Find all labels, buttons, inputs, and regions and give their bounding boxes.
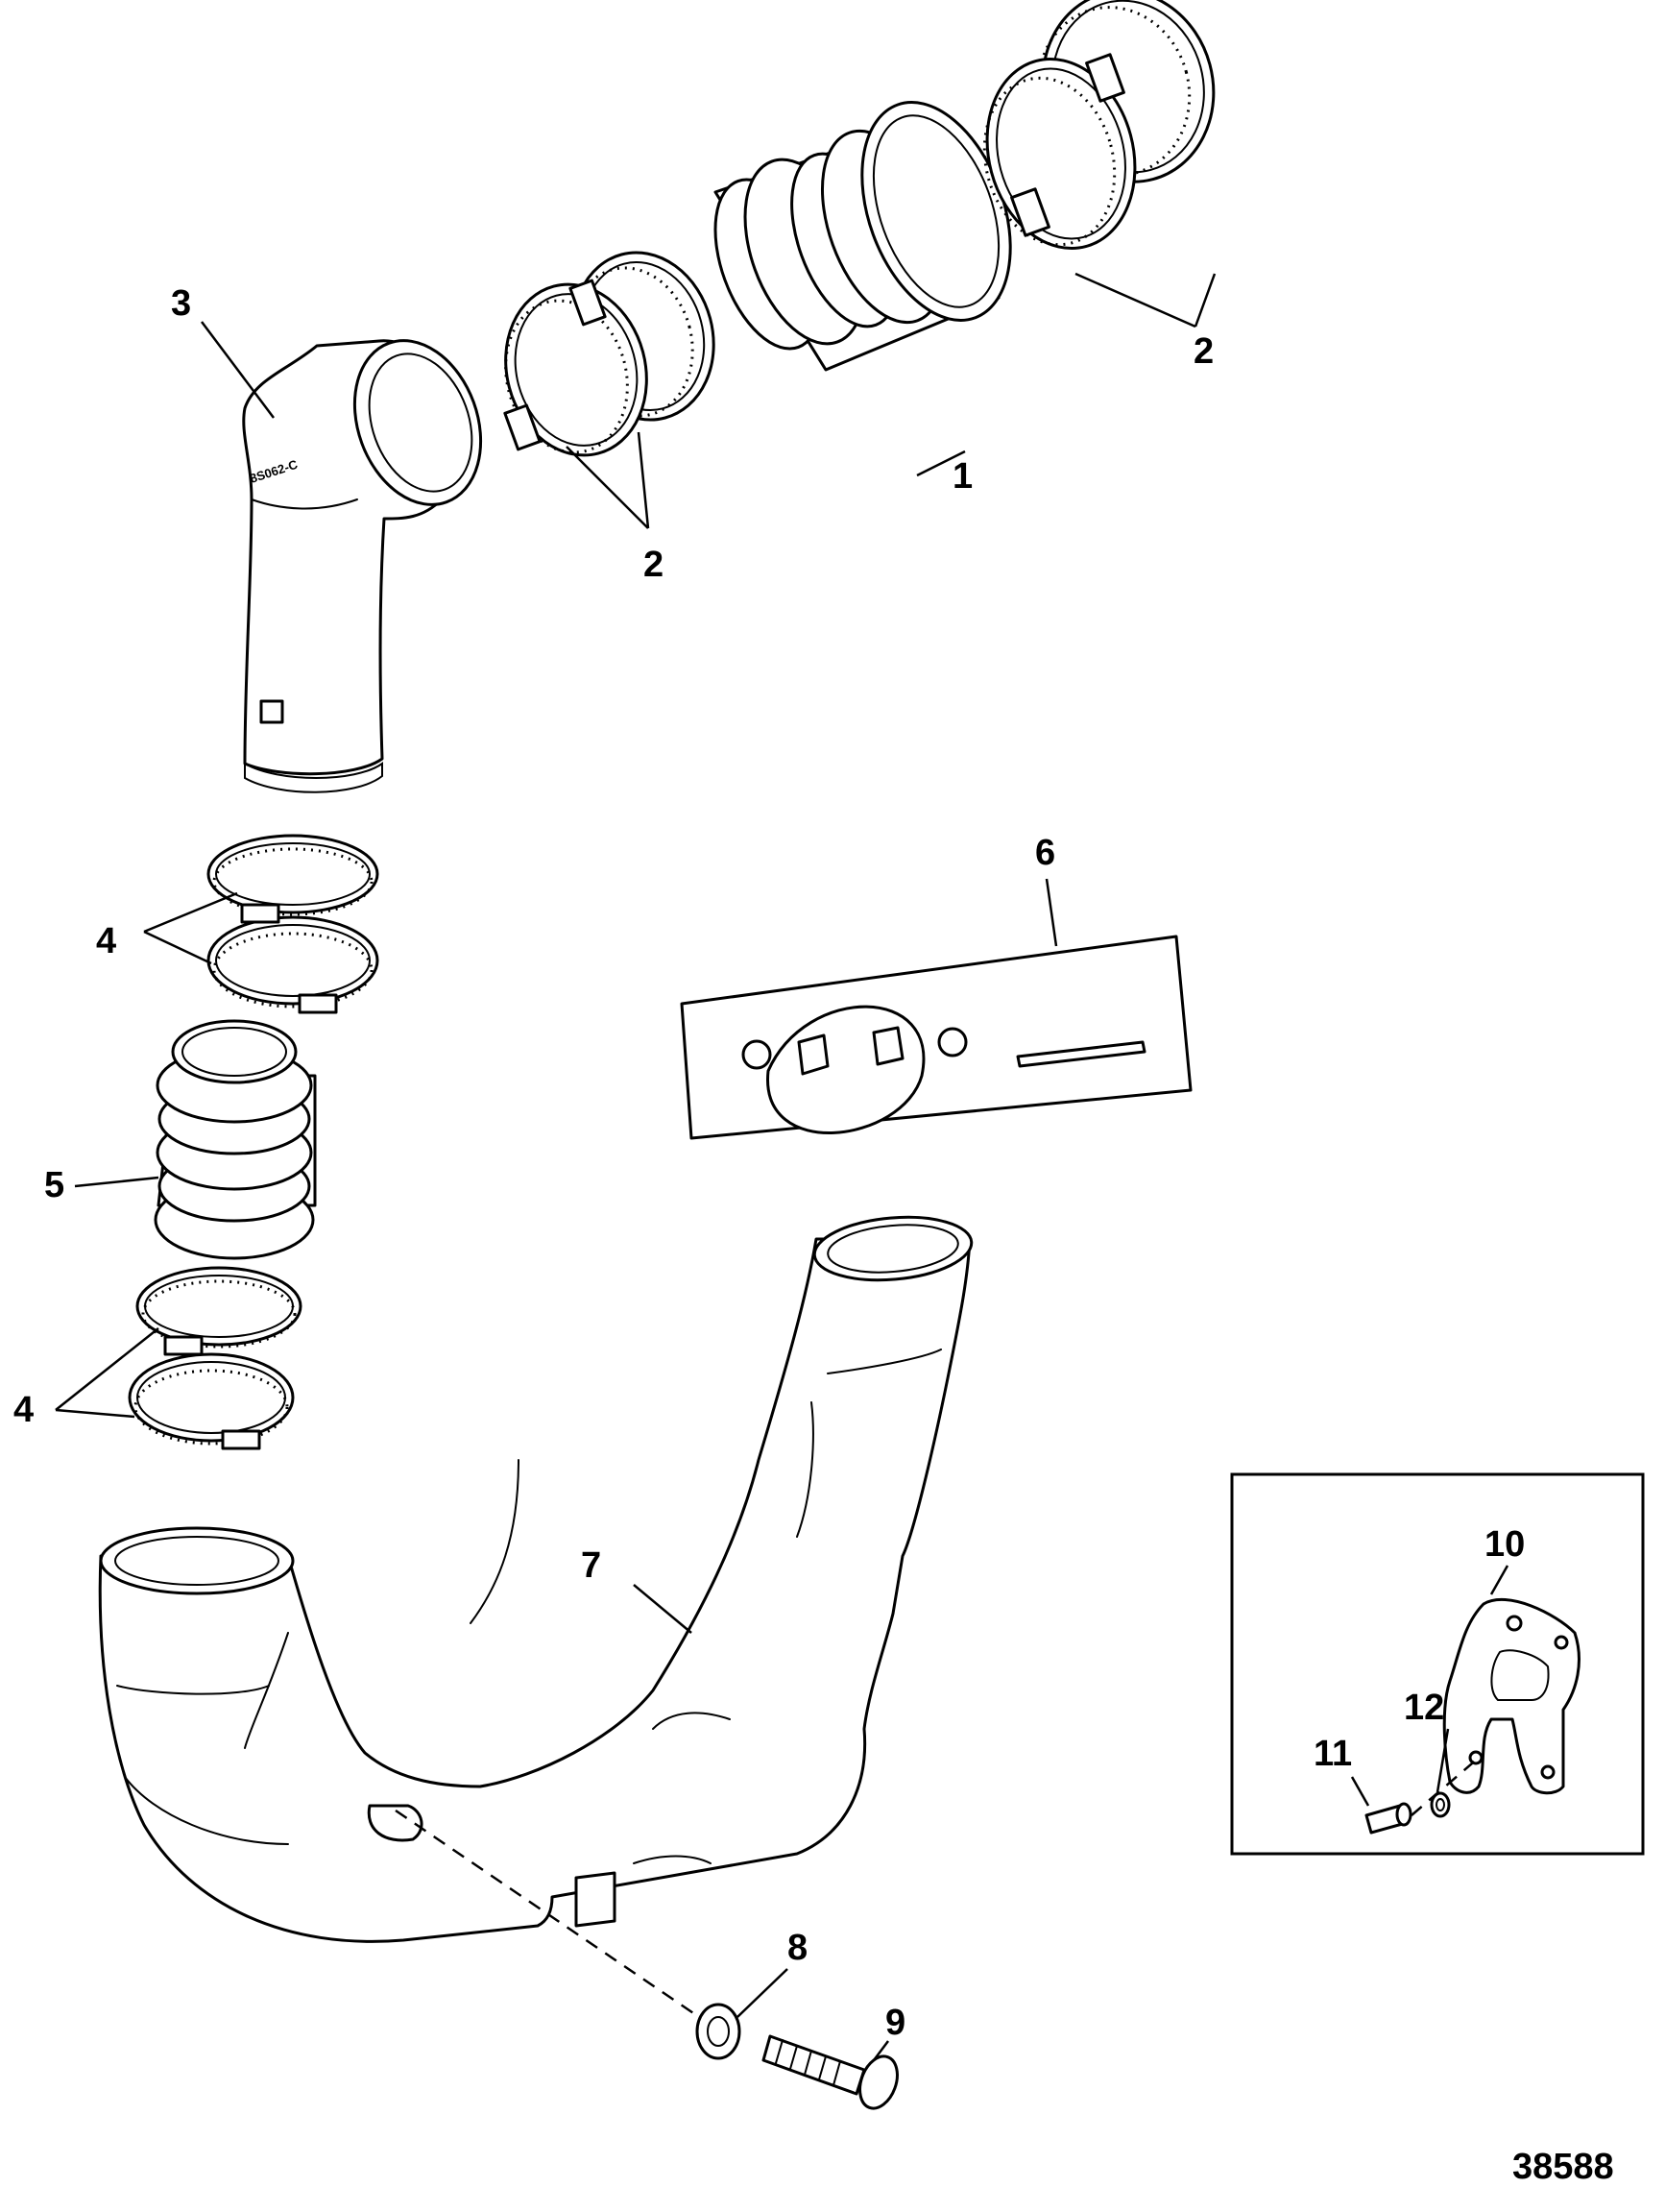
hose-clamp-pair-upper-right: [982, 0, 1216, 251]
callout-11: 11: [1314, 1734, 1352, 1774]
callout-12: 12: [1404, 1688, 1444, 1728]
bellows-small: [154, 1019, 317, 1260]
callout-9: 9: [885, 2003, 905, 2043]
hose-clamp-pair-left-upper: [206, 834, 379, 1014]
screw-small: [1364, 1802, 1412, 1835]
callout-2-middle: 2: [643, 545, 664, 585]
assembly-centerline: [395, 1809, 700, 2019]
leader-lines: [55, 272, 1509, 2061]
callout-labels: 1 2 2 3 4 5 4 6 7 8 9 10 11 12: [13, 283, 1525, 2043]
callout-5: 5: [44, 1165, 64, 1205]
callout-4-lower: 4: [13, 1390, 34, 1430]
y-pipe: [98, 1215, 974, 1943]
callout-1: 1: [953, 456, 973, 497]
callout-10: 10: [1484, 1524, 1525, 1565]
callout-8: 8: [787, 1928, 808, 1968]
callout-7: 7: [581, 1545, 601, 1586]
hose-clamp-pair-left-lower: [128, 1266, 302, 1450]
washer-small: [1430, 1791, 1451, 1818]
callout-3: 3: [171, 283, 191, 324]
detail-inset: [1230, 1472, 1645, 1856]
callout-4-upper: 4: [96, 921, 116, 961]
flapper-kit-package: [680, 935, 1193, 1140]
bellows-large: [713, 101, 1012, 372]
hose-clamp-pair-middle: [503, 251, 715, 457]
lock-washer: [695, 2003, 741, 2060]
screw-large: [761, 2034, 899, 2110]
callout-2-upper-right: 2: [1194, 331, 1214, 372]
exhaust-elbow-tube: 8S062-C: [242, 339, 483, 793]
figure-id: 38588: [1512, 2147, 1614, 2187]
callout-6: 6: [1035, 833, 1055, 873]
